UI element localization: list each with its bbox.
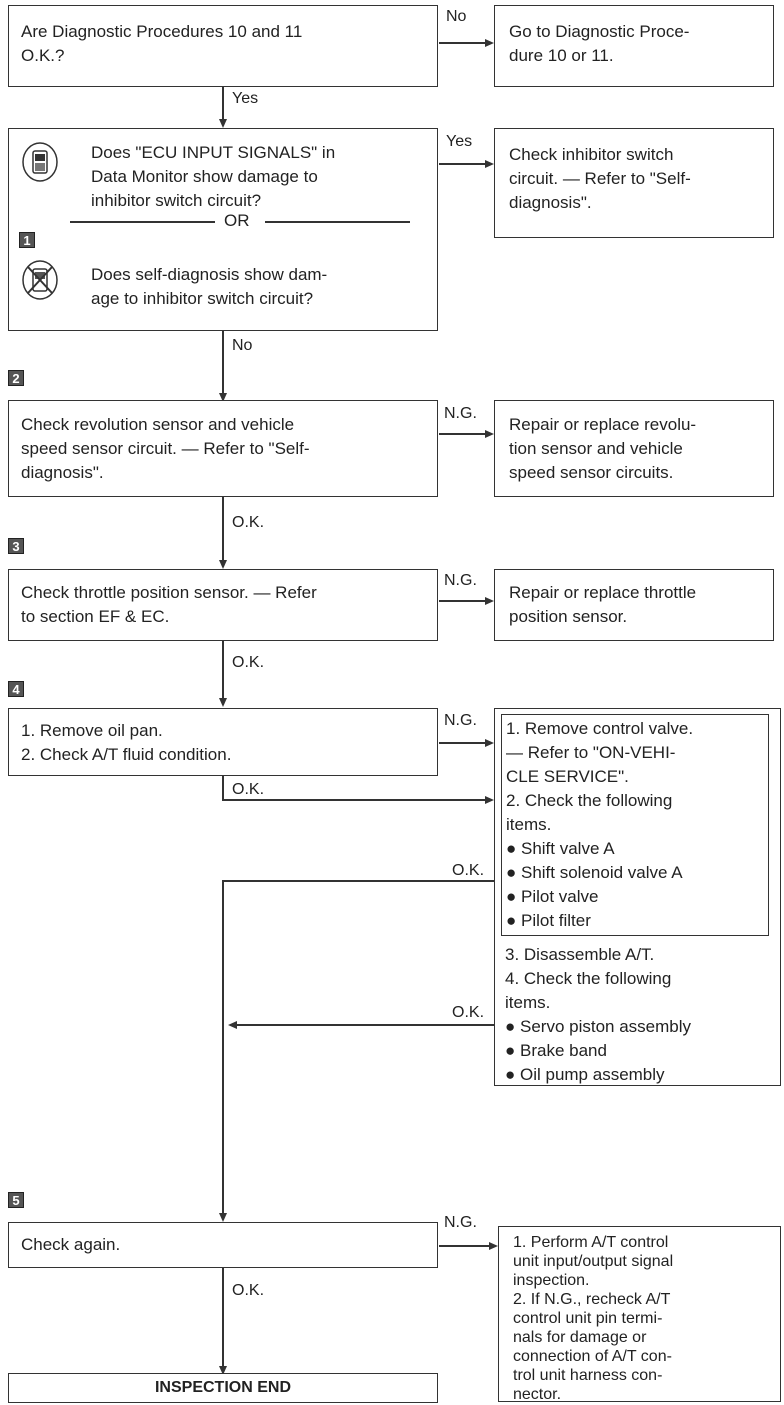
connector-line bbox=[439, 600, 486, 602]
label-no: No bbox=[446, 8, 467, 25]
connector-line bbox=[439, 1245, 490, 1247]
arrowhead bbox=[219, 393, 227, 402]
action-text-3: Repair or replace revolu- tion sensor an… bbox=[509, 415, 697, 482]
arrowhead bbox=[485, 430, 494, 438]
action-text-1: Go to Diagnostic Proce- dure 10 or 11. bbox=[509, 22, 690, 65]
question-box-6: Check again. bbox=[8, 1222, 438, 1268]
or-label: OR bbox=[220, 211, 254, 231]
arrowhead bbox=[219, 1366, 227, 1375]
arrowhead bbox=[219, 560, 227, 569]
connector-line bbox=[439, 42, 486, 44]
question-text-2-lower: Does self-diagnosis show dam- age to inh… bbox=[91, 265, 328, 308]
arrowhead bbox=[228, 1021, 237, 1029]
question-text-4: Check throttle position sensor. — Refer … bbox=[21, 583, 317, 626]
arrowhead bbox=[485, 796, 494, 804]
question-box-1: Are Diagnostic Procedures 10 and 11 O.K.… bbox=[8, 5, 438, 87]
action-box-1: Go to Diagnostic Proce- dure 10 or 11. bbox=[494, 5, 774, 87]
step-marker-2: 2 bbox=[8, 370, 24, 386]
arrowhead bbox=[219, 698, 227, 707]
label-ok: O.K. bbox=[232, 781, 265, 798]
connector-line bbox=[222, 497, 224, 561]
question-text-6: Check again. bbox=[21, 1235, 121, 1254]
arrowhead bbox=[485, 739, 494, 747]
action-box-6: 1. Perform A/T control unit input/output… bbox=[498, 1226, 781, 1403]
question-box-3: Check revolution sensor and vehicle spee… bbox=[8, 400, 438, 497]
label-ok: O.K. bbox=[232, 514, 265, 531]
or-rule-left bbox=[70, 221, 215, 223]
action-text-6: 1. Perform A/T control unit input/output… bbox=[513, 1234, 674, 1403]
step-marker-1: 1 bbox=[19, 232, 35, 248]
action-text-5-outer: 3. Disassemble A/T. 4. Check the followi… bbox=[505, 945, 692, 1084]
connector-line bbox=[222, 87, 224, 121]
no-tester-icon bbox=[22, 260, 58, 300]
inspection-end-box: INSPECTION END bbox=[8, 1373, 438, 1403]
question-text-3: Check revolution sensor and vehicle spee… bbox=[21, 415, 310, 482]
connector-line bbox=[222, 880, 224, 1215]
arrowhead bbox=[485, 597, 494, 605]
action-text-2: Check inhibitor switch circuit. — Refer … bbox=[509, 145, 691, 212]
connector-line bbox=[439, 163, 486, 165]
step-marker-3: 3 bbox=[8, 538, 24, 554]
action-box-4: Repair or replace throttle position sens… bbox=[494, 569, 774, 641]
step-marker-4: 4 bbox=[8, 681, 24, 697]
or-rule-right bbox=[265, 221, 410, 223]
question-box-4: Check throttle position sensor. — Refer … bbox=[8, 569, 438, 641]
action-box-5-inner: 1. Remove control valve. — Refer to "ON-… bbox=[501, 714, 769, 936]
label-yes: Yes bbox=[232, 90, 259, 107]
inspection-end-text: INSPECTION END bbox=[154, 1379, 291, 1396]
connector-line bbox=[222, 641, 224, 699]
label-ng: N.G. bbox=[444, 405, 477, 422]
connector-line bbox=[222, 776, 224, 800]
label-ng: N.G. bbox=[444, 1214, 477, 1231]
action-box-3: Repair or replace revolu- tion sensor an… bbox=[494, 400, 774, 497]
label-yes: Yes bbox=[446, 133, 473, 150]
question-text-2-upper: Does "ECU INPUT SIGNALS" in Data Monitor… bbox=[91, 143, 336, 210]
arrowhead bbox=[219, 1213, 227, 1222]
connector-line bbox=[222, 880, 494, 882]
label-ok: O.K. bbox=[452, 1004, 485, 1021]
connector-line bbox=[222, 799, 486, 801]
arrowhead bbox=[489, 1242, 498, 1250]
step-marker-5: 5 bbox=[8, 1192, 24, 1208]
connector-line bbox=[222, 1268, 224, 1368]
question-text-1: Are Diagnostic Procedures 10 and 11 O.K.… bbox=[21, 22, 303, 65]
consult-tester-icon bbox=[22, 142, 58, 182]
question-box-5: 1. Remove oil pan. 2. Check A/T fluid co… bbox=[8, 708, 438, 776]
connector-line bbox=[222, 331, 224, 395]
action-box-2: Check inhibitor switch circuit. — Refer … bbox=[494, 128, 774, 238]
connector-line bbox=[439, 433, 486, 435]
label-ok: O.K. bbox=[232, 654, 265, 671]
label-ok: O.K. bbox=[232, 1282, 265, 1299]
label-ng: N.G. bbox=[444, 572, 477, 589]
connector-line bbox=[439, 742, 486, 744]
question-box-2: Does "ECU INPUT SIGNALS" in Data Monitor… bbox=[8, 128, 438, 331]
or-divider: OR bbox=[30, 211, 410, 231]
action-box-5-outer: 1. Remove control valve. — Refer to "ON-… bbox=[494, 708, 781, 1086]
label-ng: N.G. bbox=[444, 712, 477, 729]
arrowhead bbox=[485, 39, 494, 47]
action-text-4: Repair or replace throttle position sens… bbox=[509, 583, 697, 626]
arrowhead bbox=[219, 119, 227, 128]
label-no: No bbox=[232, 337, 253, 354]
connector-line bbox=[236, 1024, 494, 1026]
label-ok: O.K. bbox=[452, 862, 485, 879]
question-text-5: 1. Remove oil pan. 2. Check A/T fluid co… bbox=[21, 721, 232, 764]
action-text-5-inner: 1. Remove control valve. — Refer to "ON-… bbox=[506, 719, 694, 930]
arrowhead bbox=[485, 160, 494, 168]
